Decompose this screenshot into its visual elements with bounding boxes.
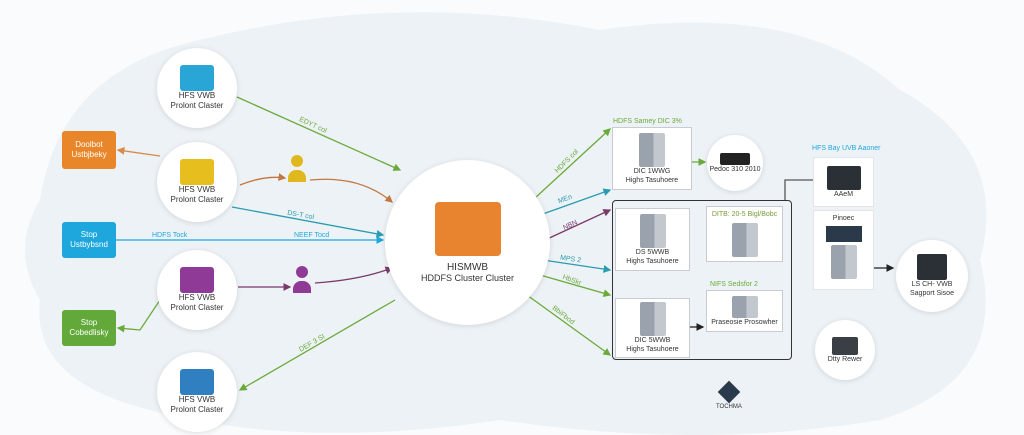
step-title: Stop — [80, 318, 98, 327]
device-label: Pedoc 310 2010 — [709, 165, 761, 173]
support-name: LS CH- VWB — [911, 281, 953, 288]
server-icon — [731, 295, 758, 318]
device-node[interactable]: Pedoc 310 2010 — [707, 135, 763, 191]
user-icon — [293, 266, 311, 298]
device-icon — [720, 152, 750, 165]
monitor-icon — [825, 226, 862, 242]
datanode-card[interactable]: DITB: 20-5 Bigl/Bobc — [706, 206, 783, 262]
server-icon — [639, 132, 665, 167]
cluster-name: HFS VWB — [178, 185, 216, 194]
cluster-subtitle: Prolont Claster — [170, 101, 224, 110]
server-icon — [830, 245, 857, 279]
column-caption: HFS Bay UVB Aaoner — [812, 145, 881, 152]
node-caption: DITB: 20-5 Bigl/Bobc — [711, 211, 778, 218]
cube-icon — [180, 369, 214, 395]
server-icon — [639, 302, 666, 336]
center-title: HISMWB — [446, 262, 489, 273]
rack-icon — [826, 165, 861, 190]
edge-label: HDFS Tock — [152, 232, 188, 239]
edge-label: NEEF Tocd — [294, 232, 330, 239]
node-caption: HDFS Samey DIC 3% — [613, 118, 682, 125]
center-subtitle: HDDFS Cluster Cluster — [420, 273, 514, 283]
step-subtitle: Ustbybsnd — [70, 240, 108, 249]
cube-icon — [180, 159, 214, 185]
processor-label: Praseosie Prosowher — [711, 318, 778, 326]
monitor-label: Pinoec — [832, 215, 855, 222]
node-subtitle: Highs Tasuhoere — [626, 346, 679, 353]
laptop-icon — [832, 336, 858, 355]
server-icon — [639, 213, 666, 248]
monitor-card[interactable]: Pinoec — [813, 210, 874, 290]
rack-icon — [917, 254, 947, 280]
cluster-name: HFS VWB — [178, 395, 216, 404]
cube-icon — [180, 65, 214, 91]
node-name: DIC 1WWG — [633, 167, 671, 175]
support-node[interactable]: LS CH- VWB Sagport Sisoe — [896, 240, 968, 312]
node-name: DIC 5WWB — [634, 337, 671, 344]
rack-card[interactable]: AAeM — [813, 157, 874, 207]
node-name: DS 5WWB — [635, 248, 670, 256]
datanode-card[interactable]: DIC 5WWB Highs Tasuhoere — [615, 298, 690, 358]
step-subtitle: Ustbjbeky — [71, 150, 107, 159]
step-title: Doolbot — [75, 140, 103, 149]
processor-card[interactable]: Praseosie Prosowher — [706, 290, 783, 332]
logo-icon — [717, 380, 741, 404]
edge-line — [236, 96, 402, 171]
node-caption: NIFS Sedsfor 2 — [710, 281, 758, 288]
laptop-label: Dtty Rewer — [827, 355, 863, 363]
step-subtitle: Cobedlisky — [69, 328, 109, 337]
logo-text: TOCHMA — [716, 404, 742, 410]
laptop-node[interactable]: Dtty Rewer — [815, 320, 875, 380]
cube-icon — [180, 267, 214, 293]
support-subtitle: Sagport Sisoe — [910, 290, 954, 297]
cube-icon — [434, 202, 501, 256]
server-icon — [731, 223, 758, 257]
cluster-name: HFS VWB — [178, 293, 216, 302]
node-subtitle: Highs Tasuhoere — [626, 257, 679, 265]
cluster-subtitle: Prolont Claster — [170, 195, 224, 204]
node-subtitle: Highs Tasuhoere — [625, 176, 679, 184]
user-icon — [288, 155, 306, 187]
datanode-group-frame — [612, 200, 792, 360]
step-title: Stop — [80, 230, 98, 239]
cluster-subtitle: Prolont Claster — [170, 405, 224, 414]
rack-label: AAeM — [833, 190, 854, 198]
cluster-name: HFS VWB — [178, 91, 216, 100]
logo: TOCHMA — [716, 380, 742, 410]
cluster-subtitle: Prolont Claster — [170, 303, 224, 312]
